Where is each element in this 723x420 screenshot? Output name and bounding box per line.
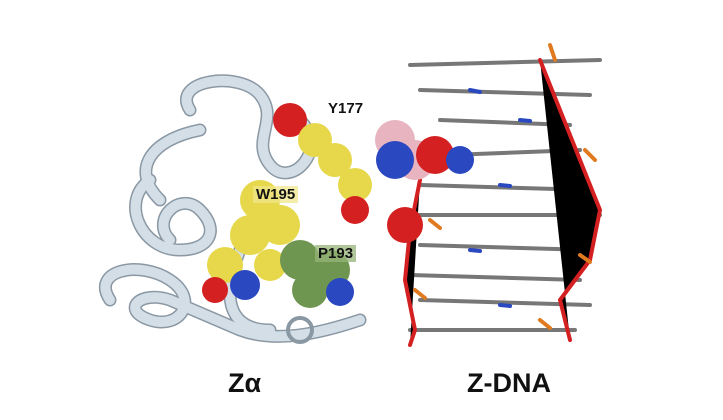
- label-y177: Y177: [328, 100, 364, 117]
- label-w195: W195: [253, 186, 299, 203]
- caption-dna: Z-DNA: [467, 368, 551, 398]
- z-dna-sticks: [402, 43, 603, 347]
- residue-spheres: [202, 103, 474, 308]
- caption-protein: Zα: [228, 368, 262, 398]
- protein-ribbon: [98, 74, 367, 344]
- label-p193: P193: [315, 245, 357, 262]
